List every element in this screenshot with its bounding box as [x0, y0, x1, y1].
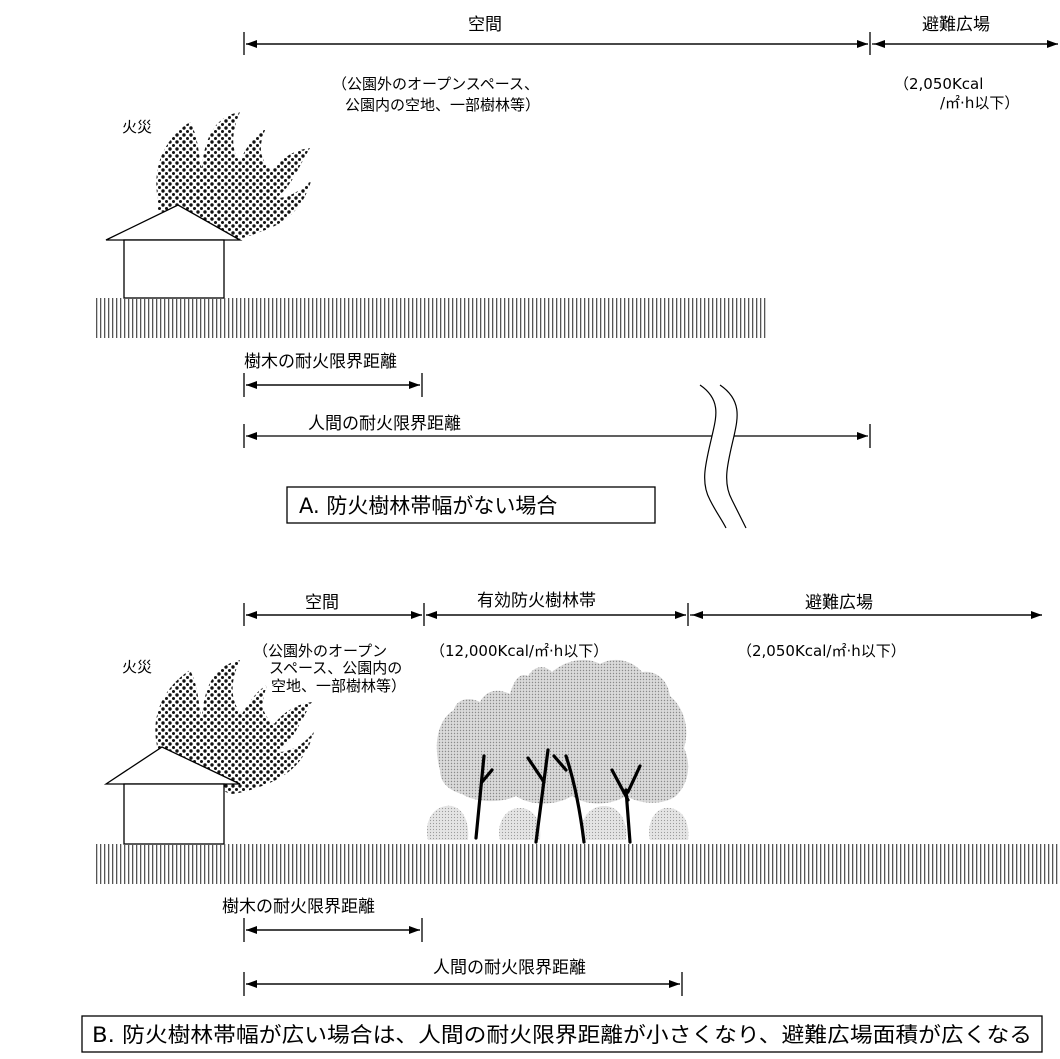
forest-note-b: （12,000Kcal/㎡·h以下）: [430, 642, 608, 660]
human-limit-label-a: 人間の耐火限界距離: [308, 414, 461, 434]
top-dimension-b: [243, 603, 1042, 626]
space-note-line2-b: スペース、公園内の: [269, 659, 402, 677]
space-label-b: 空間: [305, 593, 339, 613]
caption-box-a: [286, 486, 656, 524]
fire-icon: [155, 660, 314, 794]
diagram-b: 空間 有効防火樹林帯 避難広場 （公園外のオープン スペース、公園内の 空地、一…: [81, 591, 1060, 1053]
ground-hatch-a: [96, 298, 768, 338]
space-note-line2-a: 公園内の空地、一部樹林等）: [345, 96, 540, 114]
fire-icon: [156, 112, 312, 240]
forest-label-b: 有効防火樹林帯: [477, 591, 596, 611]
fire-label-a: 火災: [122, 118, 152, 136]
refuge-label-a: 避難広場: [922, 15, 990, 35]
refuge-note-line1-a: （2,050Kcal: [894, 75, 983, 93]
human-limit-dimension-a: [243, 424, 871, 448]
break-mark-icon: [699, 384, 747, 529]
space-note-line1-b: （公園外のオープン: [253, 642, 387, 660]
ground-hatch-b: [96, 844, 1060, 884]
tree-limit-dimension-b: [243, 918, 423, 942]
space-label-a: 空間: [468, 15, 502, 35]
refuge-note-line2-a: /㎡·h以下）: [940, 94, 1019, 112]
diagram-a: 空間 避難広場 （公園外のオープンスペース、 公園内の空地、一部樹林等） （2,…: [96, 15, 1058, 529]
human-limit-label-b: 人間の耐火限界距離: [433, 958, 586, 978]
tree-limit-label-b: 樹木の耐火限界距離: [222, 897, 375, 917]
tree-limit-dimension-a: [243, 373, 423, 397]
tree-limit-label-a: 樹木の耐火限界距離: [244, 352, 397, 372]
caption-b: B. 防火樹林帯幅が広い場合は、人間の耐火限界距離が小さくなり、避難広場面積が広…: [92, 1023, 1032, 1047]
tree-belt-icon: [426, 659, 689, 844]
caption-box-b: [81, 1015, 1043, 1053]
human-limit-dimension-b: [243, 972, 683, 996]
house-icon: [103, 746, 241, 845]
space-note-line3-b: 空地、一部樹林等）: [271, 677, 406, 695]
fire-label-b: 火災: [122, 658, 152, 676]
refuge-note-b: （2,050Kcal/㎡·h以下）: [737, 642, 906, 660]
space-note-line1-a: （公園外のオープンスペース、: [332, 75, 539, 93]
caption-a: A. 防火樹林帯幅がない場合: [299, 494, 557, 518]
space-dimension-a: [243, 32, 1058, 55]
refuge-label-b: 避難広場: [805, 593, 873, 613]
